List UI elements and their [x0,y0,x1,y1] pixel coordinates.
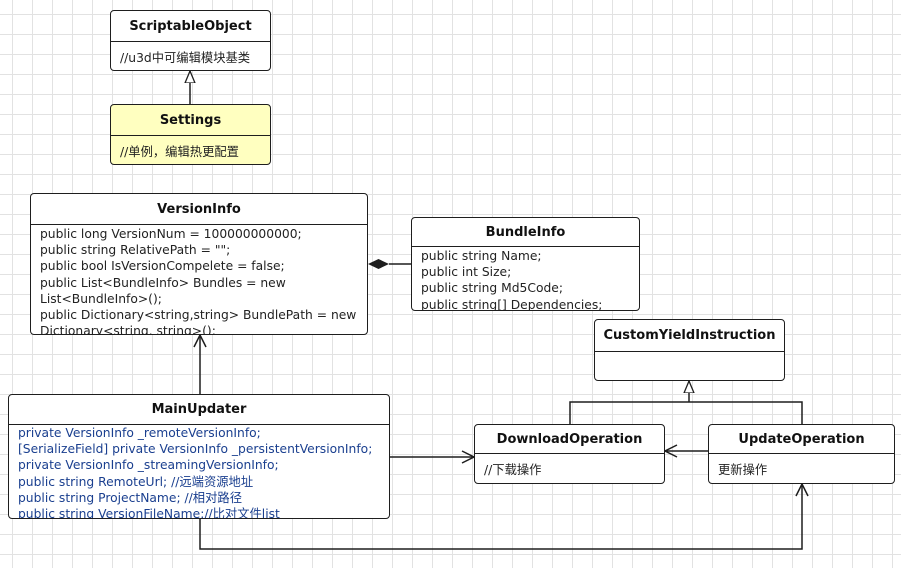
class-body-empty [595,352,784,356]
class-member: Dictionary<string, string>(); [40,324,216,335]
class-body: //单例，编辑热更配置 [111,136,270,164]
inheritance-download-branch [569,401,689,424]
class-member: [SerializeField] private VersionInfo _pe… [18,442,373,457]
class-member: public string[] Dependencies; [421,297,603,311]
class-member: public long VersionNum = 100000000000; [40,227,302,241]
class-member: //单例，编辑热更配置 [120,144,239,159]
class-name: Settings [111,105,270,136]
class-member: //下载操作 [484,462,542,477]
class-body: //u3d中可编辑模块基类 [111,42,270,70]
class-body: public long VersionNum = 100000000000; p… [31,225,367,335]
class-versioninfo[interactable]: VersionInfo public long VersionNum = 100… [30,193,368,335]
class-member: 更新操作 [718,462,768,477]
class-name: BundleInfo [412,218,639,247]
class-mainupdater[interactable]: MainUpdater private VersionInfo _remoteV… [8,394,390,519]
class-name: CustomYieldInstruction [595,320,784,352]
class-scriptableobject[interactable]: ScriptableObject //u3d中可编辑模块基类 [110,10,271,71]
class-name: VersionInfo [31,194,367,225]
inheritance-update-branch [689,401,803,424]
class-body: public string Name; public int Size; pub… [412,247,639,311]
class-updateoperation[interactable]: UpdateOperation 更新操作 [708,424,895,484]
class-name: DownloadOperation [475,425,664,454]
class-name: ScriptableObject [111,11,270,42]
class-member: private VersionInfo _streamingVersionInf… [18,458,279,473]
class-member: //u3d中可编辑模块基类 [120,50,251,65]
class-member: public string Md5Code; [421,281,563,296]
class-member: public string VersionFileName;//比对文件list [18,507,280,519]
class-member: public string ProjectName; //相对路径 [18,490,242,505]
class-name: UpdateOperation [709,425,894,454]
association-mainupdater-update [199,484,802,550]
class-member: public string Name; [421,249,542,263]
class-member: private VersionInfo _remoteVersionInfo; [18,426,261,440]
class-member: public string RelativePath = ""; [40,243,231,258]
class-member: public int Size; [421,265,512,280]
composition-diamond-icon [368,259,389,269]
class-customyieldinstruction[interactable]: CustomYieldInstruction [594,319,785,381]
class-member: public Dictionary<string,string> BundleP… [40,308,357,323]
class-member: public bool IsVersionCompelete = false; [40,259,285,274]
class-member: List<BundleInfo>(); [40,291,162,306]
class-member: public List<BundleInfo> Bundles = new [40,275,286,290]
class-body: 更新操作 [709,454,894,483]
class-body: private VersionInfo _remoteVersionInfo; … [9,425,389,519]
class-name: MainUpdater [9,395,389,425]
class-member: public string RemoteUrl; //远端资源地址 [18,474,254,489]
class-bundleinfo[interactable]: BundleInfo public string Name; public in… [411,217,640,311]
class-settings[interactable]: Settings //单例，编辑热更配置 [110,104,271,165]
class-downloadoperation[interactable]: DownloadOperation //下载操作 [474,424,665,484]
class-body: //下载操作 [475,454,664,483]
